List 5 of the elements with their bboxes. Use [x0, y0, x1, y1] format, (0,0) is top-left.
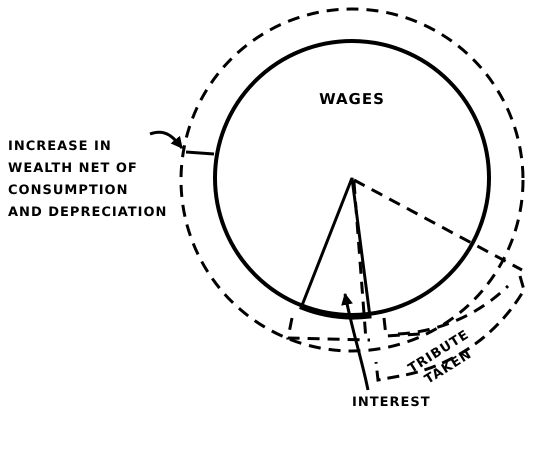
arrow	[150, 130, 184, 149]
callout-text: INTEREST	[352, 394, 432, 412]
arrow	[341, 292, 370, 390]
callout-text: INCREASE IN WEALTH NET OF CONSUMPTION AND DEPRECIATION	[8, 138, 168, 222]
sector-label: WAGES	[318, 89, 386, 110]
